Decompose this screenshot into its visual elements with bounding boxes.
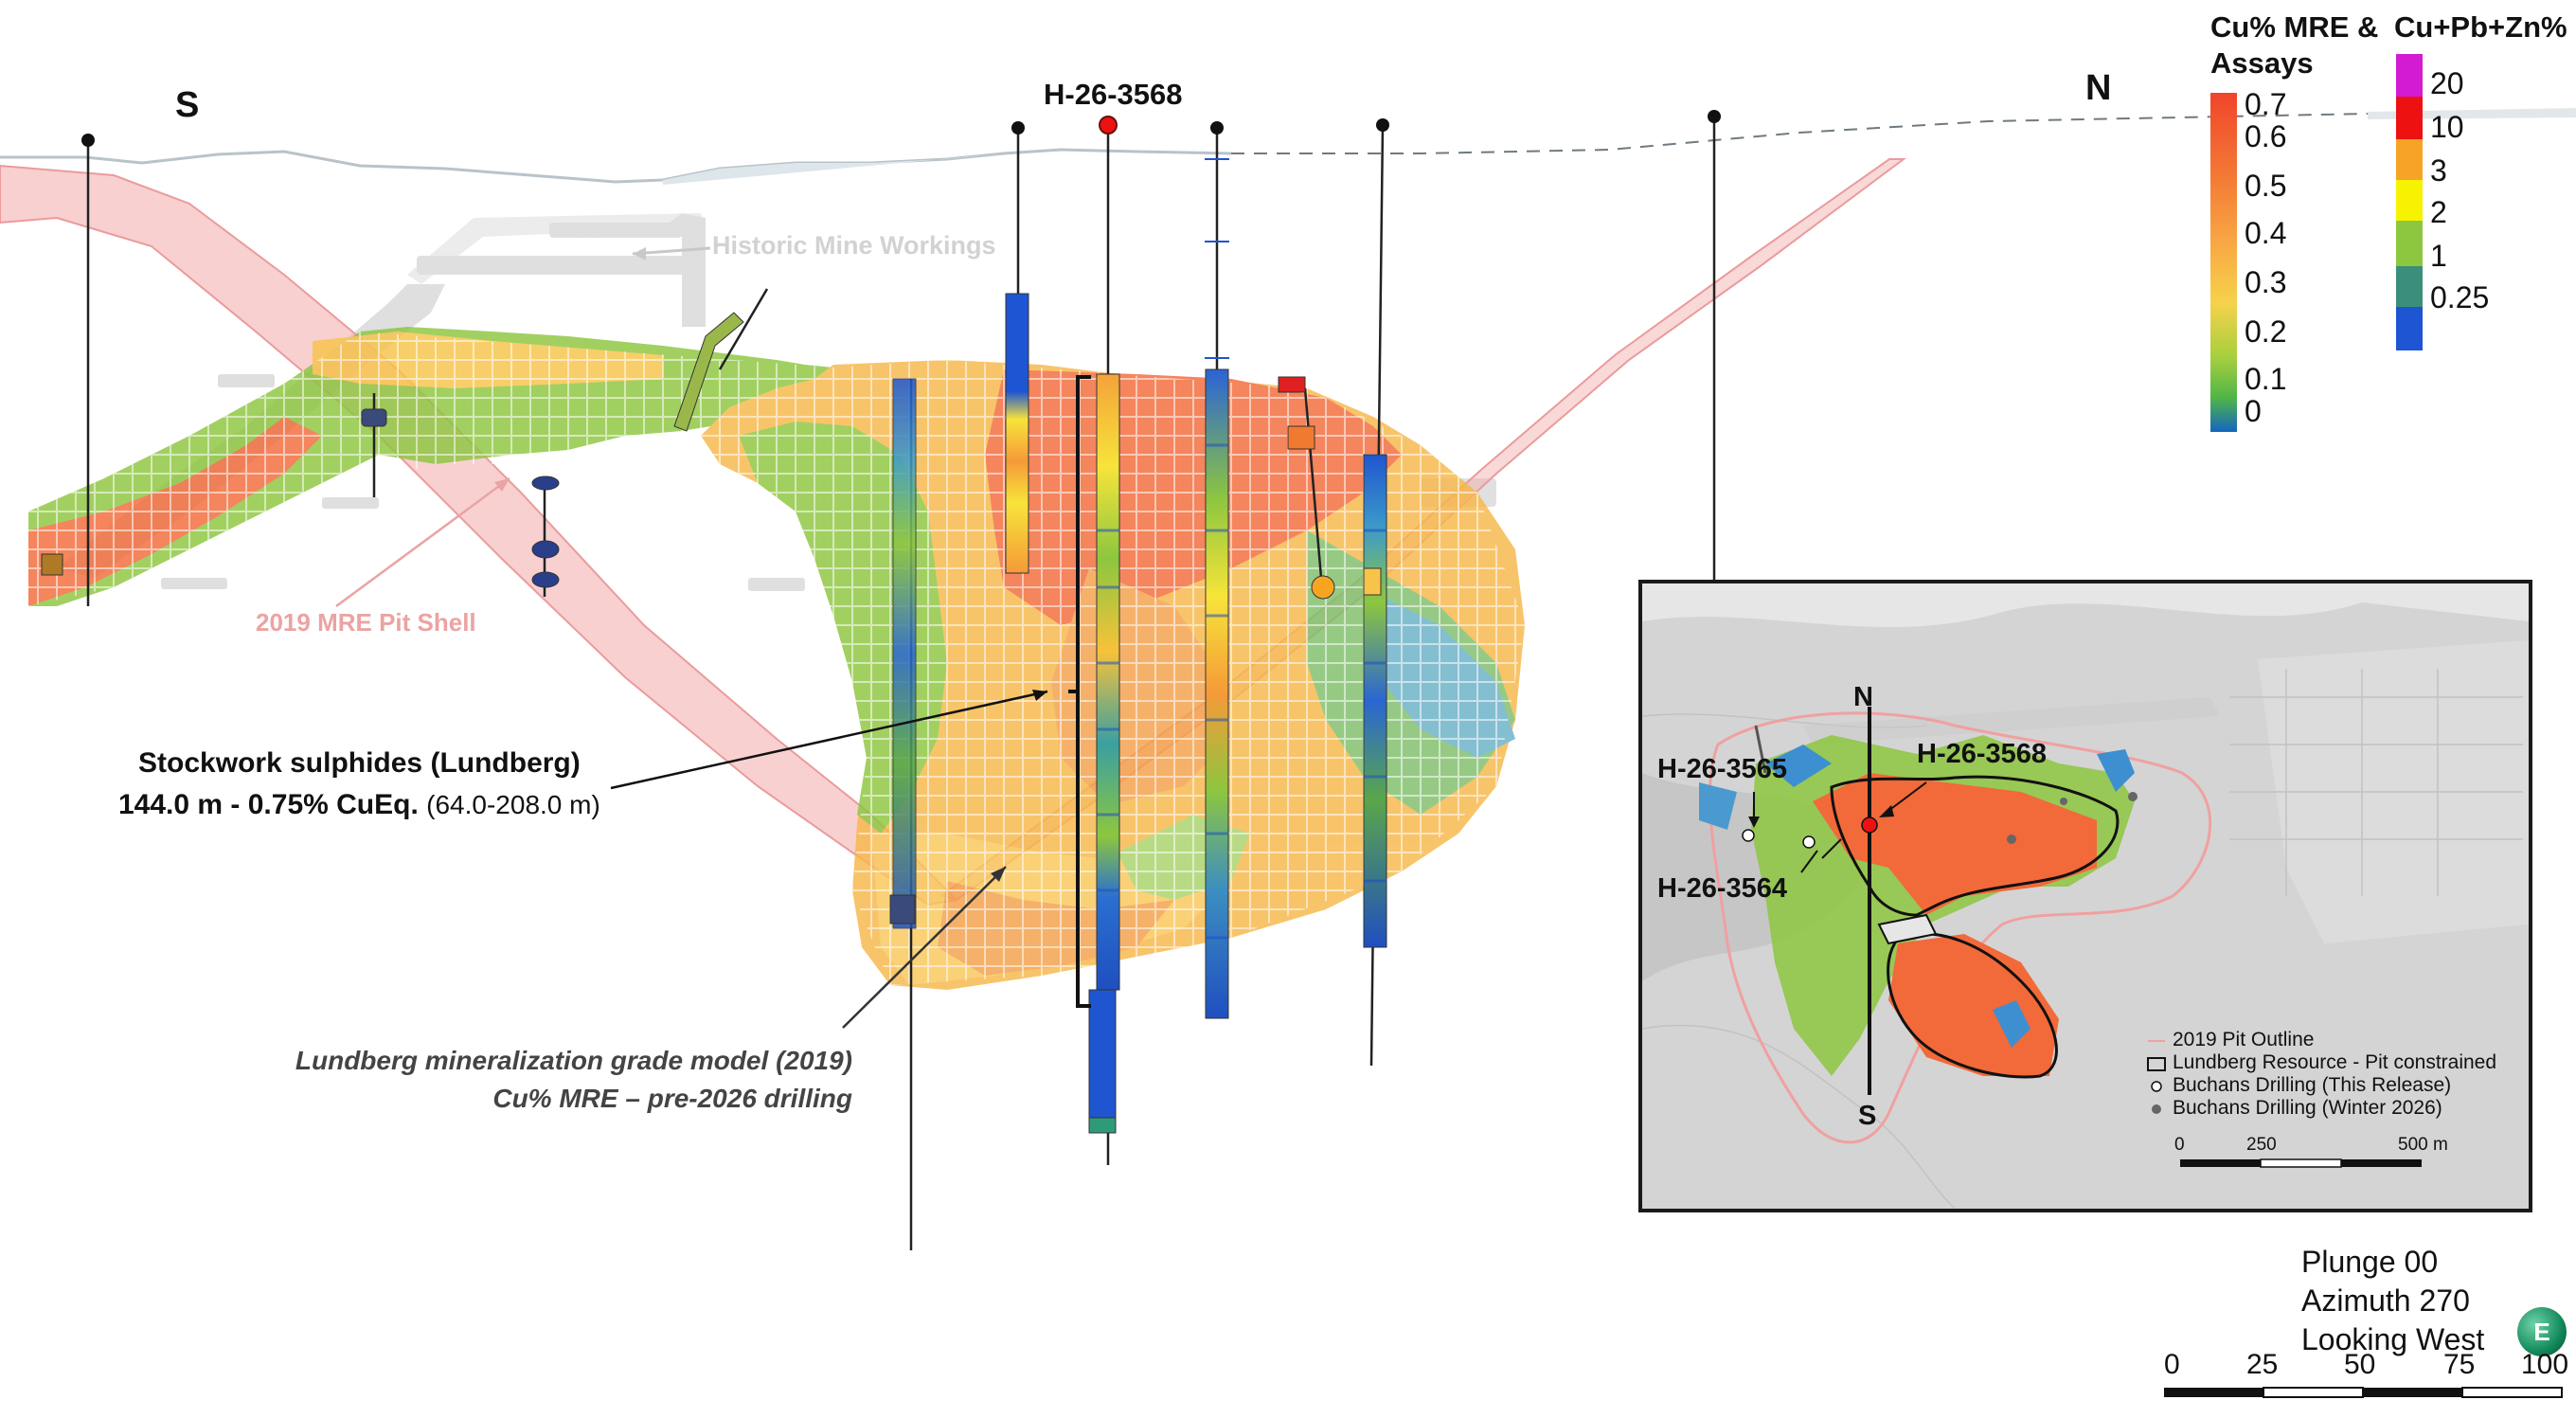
section-scale-bar <box>2164 1387 2563 1398</box>
grade-model-caption-line1: Lundberg mineralization grade model (201… <box>295 1046 852 1075</box>
cu-tick: 0.3 <box>2245 265 2287 299</box>
drill-ticks <box>1205 158 1229 359</box>
stockwork-result: 144.0 m - 0.75% CuEq. (64.0-208.0 m) <box>118 784 600 826</box>
cpz-tick: 10 <box>2430 110 2464 144</box>
stockwork-title: Stockwork sulphides (Lundberg) <box>138 747 581 779</box>
stockwork-callout: Stockwork sulphides (Lundberg) 144.0 m -… <box>118 743 600 826</box>
inset-south-label: S <box>1858 1101 1877 1131</box>
hole-label: H-26-3568 <box>1044 78 1183 111</box>
collar-marker <box>1708 110 1721 123</box>
scale-tick: 50 <box>2344 1349 2376 1380</box>
grade-model-caption-line2: Cu% MRE – pre-2026 drilling <box>492 1084 852 1113</box>
interval-bracket <box>1068 375 1091 1008</box>
collar-marker <box>81 134 95 147</box>
scale-tick: 25 <box>2246 1349 2279 1380</box>
cpz-legend-title: Cu+Pb+Zn% <box>2394 10 2567 44</box>
collar-marker <box>1011 121 1025 135</box>
stockwork-interval: (64.0-208.0 m) <box>426 790 600 819</box>
topography <box>0 108 2576 185</box>
inset-legend-item: 2019 Pit Outline <box>2173 1029 2315 1050</box>
cpz-legend-bar-025 <box>2396 266 2423 307</box>
collar-marker <box>1210 121 1224 135</box>
leader-lines <box>335 246 1048 1029</box>
grade-model-grid <box>28 332 1525 985</box>
inset-hole-label: H-26-3564 <box>1657 873 1788 904</box>
cpz-legend-bar-3 <box>2396 139 2423 180</box>
stockwork-value: 144.0 m - 0.75% CuEq. <box>118 789 419 820</box>
cpz-tick: 1 <box>2430 239 2447 273</box>
drill-hole-955 <box>892 378 917 929</box>
scale-tick: 100 <box>2521 1349 2569 1380</box>
inset-scale-tick: 250 <box>2246 1135 2277 1155</box>
cu-legend-title-line1: Cu% MRE & <box>2210 10 2379 44</box>
cpz-tick: 0.25 <box>2430 280 2490 314</box>
scale-tick: 75 <box>2443 1349 2476 1380</box>
cu-legend-title-line2: Assays <box>2210 46 2314 80</box>
inset-map-graphic <box>1642 583 2529 1209</box>
cu-legend-bar <box>2210 93 2237 432</box>
inset-hole-label: H-26-3568 <box>1917 739 2048 769</box>
cpz-legend-bar-1 <box>2396 221 2423 266</box>
drill-hole-1285 <box>1205 368 1229 1019</box>
orientation-block: Plunge 00 Azimuth 270 Looking West <box>2301 1243 2484 1359</box>
cpz-legend-bar-20 <box>2396 54 2423 97</box>
drill-hole-1455 <box>1363 454 1387 948</box>
cu-tick: 0 <box>2245 394 2262 428</box>
inset-legend-item: Buchans Drilling (This Release) <box>2173 1074 2452 1096</box>
north-label: N <box>2085 68 2112 108</box>
collars <box>81 110 1721 147</box>
cpz-tick: 2 <box>2430 195 2447 229</box>
cu-legend-title: Cu% MRE & Assays <box>2210 9 2378 81</box>
cpz-legend-bar-2 <box>2396 180 2423 221</box>
cu-tick: 0.6 <box>2245 119 2287 153</box>
scale-tick: 0 <box>2164 1349 2180 1380</box>
inset-north-label: N <box>1853 682 1873 712</box>
inset-hole-label: H-26-3565 <box>1657 754 1788 784</box>
cu-tick: 0.1 <box>2245 362 2287 396</box>
cu-tick: 0.2 <box>2245 314 2287 349</box>
compass-east-icon: E <box>2517 1307 2567 1356</box>
cpz-tick: 20 <box>2430 66 2464 100</box>
pit-shell-label: 2019 MRE Pit Shell <box>256 608 476 637</box>
cu-tick: 0.4 <box>2245 216 2287 250</box>
cu-tick: 0.7 <box>2245 87 2287 121</box>
cpz-tick: 3 <box>2430 153 2447 188</box>
south-label: S <box>175 85 200 125</box>
drill-hole-3568 <box>1096 373 1120 991</box>
plunge-text: Plunge 00 <box>2301 1245 2439 1279</box>
inset-scale-tick: 0 <box>2174 1135 2185 1155</box>
drill-intervals <box>41 293 1387 1134</box>
azimuth-text: Azimuth 270 <box>2301 1283 2470 1318</box>
collar-marker <box>1376 118 1389 132</box>
looking-text: Looking West <box>2301 1322 2485 1356</box>
inset-legend-item: Lundberg Resource - Pit constrained <box>2173 1051 2497 1073</box>
collar-marker-highlight <box>1099 116 1118 135</box>
inset-scale-tick: 500 m <box>2398 1135 2448 1155</box>
grade-model-caption: Lundberg mineralization grade model (201… <box>242 1042 852 1118</box>
cpz-legend-bar-10 <box>2396 97 2423 139</box>
historic-workings-label: Historic Mine Workings <box>712 231 996 260</box>
cu-tick: 0.5 <box>2245 169 2287 203</box>
drill-hole-1075 <box>1005 293 1029 574</box>
inset-map: N S H-26-3565 H-26-3568 H-26-3564 2019 P… <box>1638 580 2532 1212</box>
cpz-legend-bar-0 <box>2396 307 2423 350</box>
drill-interval-bands <box>1097 443 1386 940</box>
legend-bars <box>2210 54 2423 432</box>
inset-legend-item: Buchans Drilling (Winter 2026) <box>2173 1097 2442 1119</box>
